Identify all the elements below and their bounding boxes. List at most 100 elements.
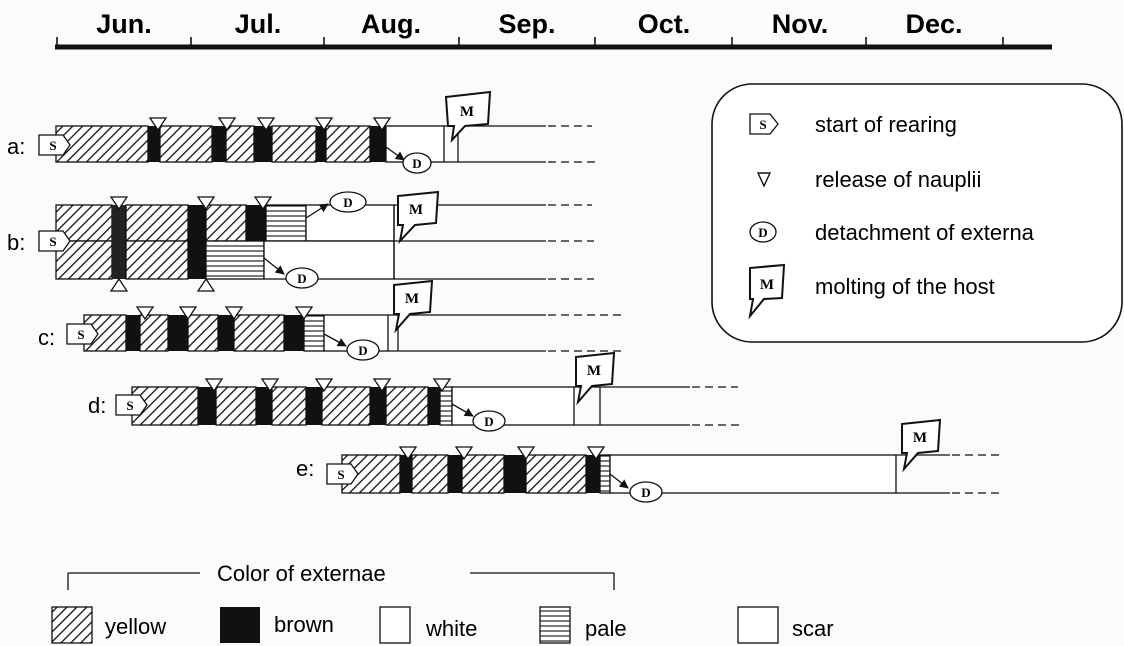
brown-segment bbox=[168, 315, 188, 351]
svg-text:D: D bbox=[343, 195, 352, 210]
svg-text:D: D bbox=[484, 414, 493, 429]
nauplii-release-icon bbox=[148, 117, 392, 132]
month-axis: Jun. Jul. Aug. Sep. Oct. Nov. Dec. bbox=[55, 9, 1052, 50]
svg-text:M: M bbox=[405, 291, 419, 307]
brown-segment bbox=[246, 205, 266, 241]
yellow-segment bbox=[125, 204, 189, 242]
row-label: d: bbox=[88, 393, 106, 418]
yellow-segment bbox=[325, 125, 371, 163]
nauplii-release-icon bbox=[398, 446, 606, 461]
legend-box bbox=[711, 83, 1123, 343]
yellow-segment bbox=[525, 454, 587, 494]
start-of-rearing-icon: S bbox=[326, 463, 359, 485]
detachment-icon: D bbox=[263, 257, 319, 289]
month-label: Nov. bbox=[772, 9, 829, 39]
brown-segment bbox=[428, 387, 440, 425]
brown-segment bbox=[112, 241, 126, 279]
brown-segment bbox=[188, 205, 206, 241]
color-legend-title: Color of externae bbox=[217, 561, 386, 586]
brown-segment bbox=[284, 315, 304, 351]
yellow-segment bbox=[271, 386, 307, 426]
scar-swatch bbox=[737, 606, 779, 644]
month-label: Dec. bbox=[905, 9, 962, 39]
start-of-rearing-icon: S bbox=[749, 113, 779, 135]
brown-segment bbox=[218, 315, 234, 351]
detachment-icon: D bbox=[305, 191, 367, 219]
yellow-segment bbox=[233, 314, 285, 352]
legend-molt-label: molting of the host bbox=[815, 274, 995, 299]
row-label: c: bbox=[38, 325, 55, 350]
yellow-label: yellow bbox=[105, 614, 166, 639]
start-of-rearing-icon: S bbox=[66, 323, 99, 345]
white-segment bbox=[263, 240, 395, 280]
white-label: white bbox=[425, 616, 477, 641]
nauplii-release-icon bbox=[204, 378, 452, 393]
brown-segment bbox=[198, 387, 216, 425]
pale-label: pale bbox=[585, 616, 627, 641]
month-label: Sep. bbox=[498, 9, 555, 39]
detachment-icon: D bbox=[609, 473, 663, 503]
svg-text:M: M bbox=[460, 104, 474, 120]
brown-segment bbox=[370, 387, 386, 425]
brown-segment bbox=[316, 126, 326, 162]
svg-text:D: D bbox=[358, 343, 367, 358]
pale-segment bbox=[599, 454, 611, 494]
svg-text:D: D bbox=[412, 156, 421, 171]
host-molting-icon: M bbox=[575, 351, 616, 406]
start-of-rearing-icon: S bbox=[38, 230, 71, 252]
host-molting-icon: M bbox=[393, 279, 434, 334]
start-of-rearing-icon: S bbox=[115, 394, 148, 416]
svg-text:D: D bbox=[641, 485, 650, 500]
svg-text:M: M bbox=[409, 202, 423, 218]
start-of-rearing-icon: S bbox=[38, 134, 71, 156]
brown-segment bbox=[306, 387, 322, 425]
brown-segment bbox=[256, 387, 272, 425]
brown-segment bbox=[254, 126, 272, 162]
yellow-segment bbox=[321, 386, 371, 426]
yellow-segment bbox=[159, 125, 213, 163]
month-label: Aug. bbox=[361, 9, 421, 39]
symbol-legend: S start of rearing release of nauplii D … bbox=[711, 83, 1123, 343]
brown-segment bbox=[504, 455, 526, 493]
svg-text:S: S bbox=[126, 398, 133, 413]
detachment-icon: D bbox=[323, 333, 380, 361]
brown-segment bbox=[586, 455, 600, 493]
brown-segment bbox=[212, 126, 226, 162]
nauplii-release-icon bbox=[109, 196, 273, 292]
yellow-segment bbox=[215, 386, 257, 426]
pale-swatch bbox=[539, 606, 571, 644]
yellow-segment bbox=[139, 314, 169, 352]
brown-segment bbox=[148, 126, 160, 162]
svg-text:M: M bbox=[587, 363, 601, 379]
white-segment bbox=[609, 454, 897, 494]
brown-segment bbox=[370, 126, 386, 162]
yellow-segment bbox=[205, 204, 247, 242]
pale-segment bbox=[303, 314, 325, 352]
row-e: e: S D M bbox=[296, 418, 1000, 503]
legend-start-label: start of rearing bbox=[815, 112, 957, 137]
pale-segment bbox=[205, 240, 265, 280]
white-swatch bbox=[379, 606, 411, 644]
yellow-segment bbox=[271, 125, 317, 163]
svg-text:S: S bbox=[49, 234, 56, 249]
yellow-segment bbox=[385, 386, 429, 426]
host-molting-icon: M bbox=[748, 263, 786, 320]
svg-text:D: D bbox=[758, 225, 767, 240]
brown-segment bbox=[400, 455, 412, 493]
row-d: d: S D bbox=[88, 351, 740, 432]
host-molting-icon: M bbox=[397, 190, 440, 245]
svg-text:S: S bbox=[759, 117, 766, 132]
white-segment bbox=[451, 386, 575, 426]
brown-segment bbox=[188, 241, 206, 279]
row-label: a: bbox=[7, 134, 25, 159]
svg-text:M: M bbox=[913, 430, 927, 446]
yellow-segment bbox=[187, 314, 219, 352]
svg-text:M: M bbox=[760, 277, 774, 293]
svg-text:S: S bbox=[337, 467, 344, 482]
yellow-segment bbox=[125, 240, 189, 280]
month-label: Oct. bbox=[638, 9, 691, 39]
yellow-segment bbox=[411, 454, 449, 494]
svg-text:S: S bbox=[77, 327, 84, 342]
brown-segment bbox=[112, 205, 126, 241]
brown-swatch bbox=[220, 607, 260, 643]
